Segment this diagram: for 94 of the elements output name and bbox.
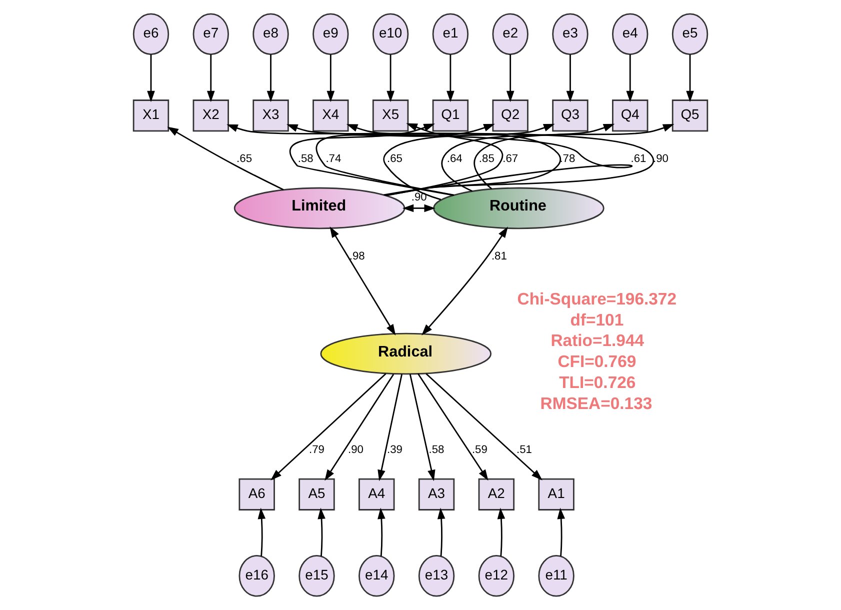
node-box: Q3 — [552, 100, 588, 132]
node-ellipse: e4 — [612, 13, 648, 55]
arrow — [474, 124, 674, 190]
edge-label: .58 — [298, 153, 314, 166]
edge-label: .74 — [326, 153, 342, 166]
arrow — [566, 54, 574, 102]
edge-label: .51 — [516, 444, 532, 456]
node-ellipse: e16 — [238, 555, 275, 597]
node-ellipse: e10 — [372, 13, 409, 55]
node-ellipse: e8 — [252, 13, 289, 55]
node-box: Q5 — [672, 100, 708, 132]
arrow — [418, 373, 488, 481]
edge-label: .65 — [236, 153, 252, 166]
node-box: Q4 — [612, 100, 648, 132]
edge-label: .81 — [491, 250, 507, 263]
node-box: A1 — [538, 478, 574, 510]
arrow — [270, 373, 386, 480]
edge-label: .67 — [502, 153, 518, 166]
edge-label: .79 — [309, 444, 324, 456]
edge-label: .90 — [653, 153, 668, 166]
label: Chi-Square=196.372 — [517, 289, 677, 308]
arrow — [686, 54, 694, 102]
edge-label: .65 — [387, 153, 402, 166]
arrow — [497, 508, 506, 556]
edge-label: .39 — [387, 444, 402, 456]
node-ellipse: e3 — [552, 13, 588, 55]
edge-label: .90 — [348, 444, 364, 456]
node-box: Q1 — [432, 100, 469, 132]
arrow — [206, 54, 215, 102]
arrow — [266, 54, 275, 102]
arrow — [386, 123, 504, 196]
label: df=101 — [570, 310, 624, 330]
node-box: A3 — [418, 478, 455, 510]
arrow — [316, 124, 495, 196]
node-box: A4 — [358, 478, 395, 510]
arrow — [378, 508, 386, 556]
node-ellipse: e15 — [298, 555, 335, 597]
arrow — [286, 124, 632, 196]
arrow — [426, 373, 542, 480]
arrow — [626, 54, 634, 102]
edge-label: .98 — [349, 250, 365, 263]
node-box: X3 — [252, 100, 289, 132]
arrow — [557, 508, 566, 556]
node-ellipse: e11 — [538, 555, 574, 597]
node-ellipse: e1 — [432, 13, 469, 55]
arrow — [446, 54, 454, 102]
node-box: Q2 — [492, 100, 528, 132]
arrow — [258, 508, 266, 556]
node-ellipse: e6 — [132, 13, 170, 55]
label: CFI=0.769 — [558, 352, 636, 372]
arrow — [441, 124, 615, 192]
node-ellipse: Radical — [320, 332, 492, 375]
node-box: X1 — [132, 100, 170, 132]
arrow — [147, 54, 155, 102]
node-ellipse: e7 — [192, 13, 229, 55]
arrow — [290, 124, 454, 196]
label: RMSEA=0.133 — [540, 394, 652, 413]
node-ellipse: e2 — [492, 13, 528, 55]
edge-label: .58 — [428, 444, 444, 456]
node-ellipse: e5 — [672, 13, 708, 55]
arrow — [226, 124, 653, 196]
arrow — [409, 374, 436, 482]
node-ellipse: e13 — [418, 555, 455, 597]
arrow — [402, 204, 436, 212]
edge-label: .85 — [478, 153, 494, 166]
arrow — [167, 126, 284, 190]
edge-label: .78 — [560, 153, 576, 166]
node-ellipse: e12 — [478, 555, 515, 597]
edge-label: .61 — [630, 153, 646, 166]
node-box: A2 — [478, 478, 515, 510]
node-box: A6 — [238, 478, 275, 510]
node-box: X2 — [192, 100, 229, 132]
arrow — [383, 124, 555, 200]
arrow — [330, 226, 396, 336]
arrow — [506, 54, 514, 102]
arrow — [378, 374, 402, 482]
edge-label: .59 — [472, 444, 488, 456]
node-ellipse: e9 — [312, 13, 349, 55]
node-ellipse: Limited — [234, 187, 406, 230]
arrow — [318, 508, 326, 556]
node-box: A5 — [298, 478, 335, 510]
arrow — [437, 508, 446, 556]
arrow — [386, 54, 394, 102]
arrow — [326, 54, 335, 102]
label: TLI=0.726 — [559, 373, 636, 392]
arrow — [324, 374, 394, 481]
label: Ratio=1.944 — [550, 331, 644, 350]
node-box: X4 — [312, 100, 349, 132]
node-ellipse: Routine — [433, 187, 604, 230]
edge-label: .64 — [446, 153, 462, 166]
node-ellipse: e14 — [358, 555, 395, 597]
arrow — [422, 226, 508, 336]
arrow — [346, 124, 562, 196]
node-box: X5 — [372, 100, 409, 132]
